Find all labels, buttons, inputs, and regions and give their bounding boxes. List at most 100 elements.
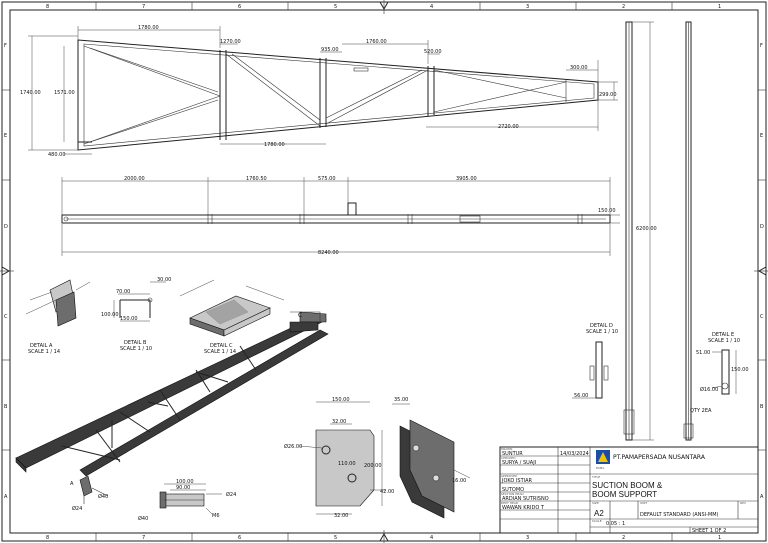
svg-text:B: B [760, 404, 764, 410]
svg-text:E: E [4, 133, 7, 139]
logo-triangle-icon [598, 452, 608, 462]
svg-text:BOOM SUPPORT: BOOM SUPPORT [592, 490, 657, 499]
svg-text:300.00: 300.00 [570, 65, 588, 71]
svg-text:480.00: 480.00 [48, 152, 66, 158]
svg-text:SHEET 1 OF 2: SHEET 1 OF 2 [692, 528, 726, 534]
svg-text:DRAWN: DRAWN [501, 447, 512, 451]
pin-view: 100.00 90.00 Ø24 M6 Ø40 [138, 479, 236, 522]
svg-text:DETAIL A: DETAIL A [30, 343, 53, 349]
svg-text:1270.00: 1270.00 [220, 39, 241, 45]
svg-text:42.00: 42.00 [380, 489, 394, 495]
svg-text:5: 5 [334, 535, 337, 541]
svg-text:C: C [4, 314, 8, 320]
svg-text:70.00: 70.00 [116, 289, 130, 295]
svg-text:30.00: 30.00 [157, 277, 171, 283]
plate-view: 150.00 32.00 Ø26.00 110.00 200.00 42.00 … [284, 397, 394, 519]
svg-text:F: F [4, 43, 7, 49]
svg-text:200.00: 200.00 [364, 463, 382, 469]
svg-text:SIZE: SIZE [592, 501, 599, 505]
svg-text:DETAIL B: DETAIL B [124, 340, 147, 346]
svg-text:150.00: 150.00 [120, 316, 138, 322]
svg-text:APPROVED: APPROVED [501, 474, 518, 478]
svg-text:1: 1 [718, 535, 721, 541]
svg-text:SUNTUR: SUNTUR [502, 451, 523, 457]
svg-text:PAMA: PAMA [596, 466, 605, 470]
svg-text:DEPT HEAD: DEPT HEAD [501, 501, 519, 505]
svg-text:51.00: 51.00 [696, 350, 710, 356]
svg-text:2000.00: 2000.00 [124, 176, 145, 182]
svg-text:Ø24: Ø24 [226, 491, 236, 498]
svg-text:6: 6 [238, 4, 241, 10]
svg-text:M6: M6 [212, 513, 220, 519]
svg-text:SCALE 1 / 10: SCALE 1 / 10 [586, 329, 618, 335]
svg-text:SCALE 1 / 10: SCALE 1 / 10 [708, 338, 740, 344]
svg-text:150.00: 150.00 [598, 208, 616, 214]
svg-text:1740.00: 1740.00 [20, 90, 41, 96]
svg-text:A2: A2 [594, 509, 604, 518]
svg-text:REV: REV [740, 501, 747, 505]
svg-text:Ø24: Ø24 [72, 505, 82, 512]
svg-text:WAWAN KRIDO T: WAWAN KRIDO T [502, 505, 545, 511]
svg-text:E: E [760, 133, 763, 139]
svg-text:8: 8 [46, 4, 49, 10]
svg-text:SURYA / SUAJI: SURYA / SUAJI [502, 460, 536, 466]
svg-text:935.00: 935.00 [321, 47, 339, 53]
svg-text:1780.00: 1780.00 [264, 142, 285, 148]
svg-text:A: A [4, 494, 8, 500]
svg-text:56.00: 56.00 [574, 393, 588, 399]
svg-text:5: 5 [334, 4, 337, 10]
svg-text:SECTION HEAD: SECTION HEAD [501, 492, 524, 496]
svg-text:7: 7 [142, 535, 145, 541]
svg-text:0.05 : 1: 0.05 : 1 [606, 521, 625, 527]
svg-text:8240.00: 8240.00 [318, 250, 339, 256]
svg-text:ARDIAN SUTRISNO: ARDIAN SUTRISNO [502, 496, 549, 502]
svg-text:DEFAULT STANDARD (ANSI-MM): DEFAULT STANDARD (ANSI-MM) [640, 512, 719, 518]
svg-text:6200.00: 6200.00 [636, 226, 657, 232]
truss-top-view: 1780.00 1270.00 935.00 1760.00 520.00 30… [20, 25, 618, 158]
svg-text:SCALE: SCALE [592, 519, 602, 523]
svg-text:299.00: 299.00 [599, 92, 617, 98]
svg-text:C: C [760, 314, 764, 320]
truss-isometric: A C Ø40 Ø24 [15, 311, 329, 512]
svg-text:3: 3 [526, 4, 529, 10]
svg-text:D: D [4, 224, 8, 230]
svg-text:Ø40: Ø40 [98, 493, 108, 500]
svg-text:32.00: 32.00 [334, 513, 348, 519]
svg-text:90.00: 90.00 [176, 485, 190, 491]
plate-isometric: 35.00 16.00 [392, 397, 471, 519]
svg-text:16.00: 16.00 [452, 478, 466, 484]
svg-text:JOKO ISTIAR: JOKO ISTIAR [501, 478, 533, 484]
svg-text:32.00: 32.00 [332, 419, 346, 425]
svg-text:1760.00: 1760.00 [366, 39, 387, 45]
svg-text:Ø26.00: Ø26.00 [284, 443, 302, 450]
svg-text:575.00: 575.00 [318, 176, 336, 182]
svg-text:PT.PAMAPERSADA NUSANTARA: PT.PAMAPERSADA NUSANTARA [613, 454, 706, 461]
svg-text:SCALE 1 / 14: SCALE 1 / 14 [204, 349, 236, 355]
title-block: PAMA PT.PAMAPERSADA NUSANTARA DRAWN SUNT… [499, 446, 759, 534]
svg-text:SCALE 1 / 14: SCALE 1 / 14 [28, 349, 60, 355]
svg-text:100.00: 100.00 [176, 479, 194, 485]
svg-text:150.00: 150.00 [731, 367, 749, 373]
truss-side-view: 2000.00 1760.50 575.00 3905.00 150.00 82… [61, 176, 620, 256]
svg-text:SUTOMO: SUTOMO [502, 487, 524, 493]
svg-text:D: D [760, 224, 764, 230]
zone-row-labels: FE DC BA FE DC BA [4, 43, 764, 500]
quantity-note: QTY 2EA [690, 408, 712, 414]
svg-text:7: 7 [142, 4, 145, 10]
svg-text:Ø40: Ø40 [138, 515, 148, 522]
svg-text:100.00: 100.00 [101, 312, 119, 318]
svg-text:C: C [298, 312, 302, 319]
svg-text:DETAIL C: DETAIL C [210, 343, 233, 349]
svg-text:3905.00: 3905.00 [456, 176, 477, 182]
svg-text:110.00: 110.00 [338, 461, 356, 467]
svg-text:A: A [70, 481, 74, 487]
svg-text:B: B [4, 404, 8, 410]
detail-a: DETAIL A SCALE 1 / 14 [25, 279, 91, 355]
svg-text:1571.00: 1571.00 [54, 90, 75, 96]
svg-text:SUCTION BOOM &: SUCTION BOOM & [592, 481, 663, 490]
